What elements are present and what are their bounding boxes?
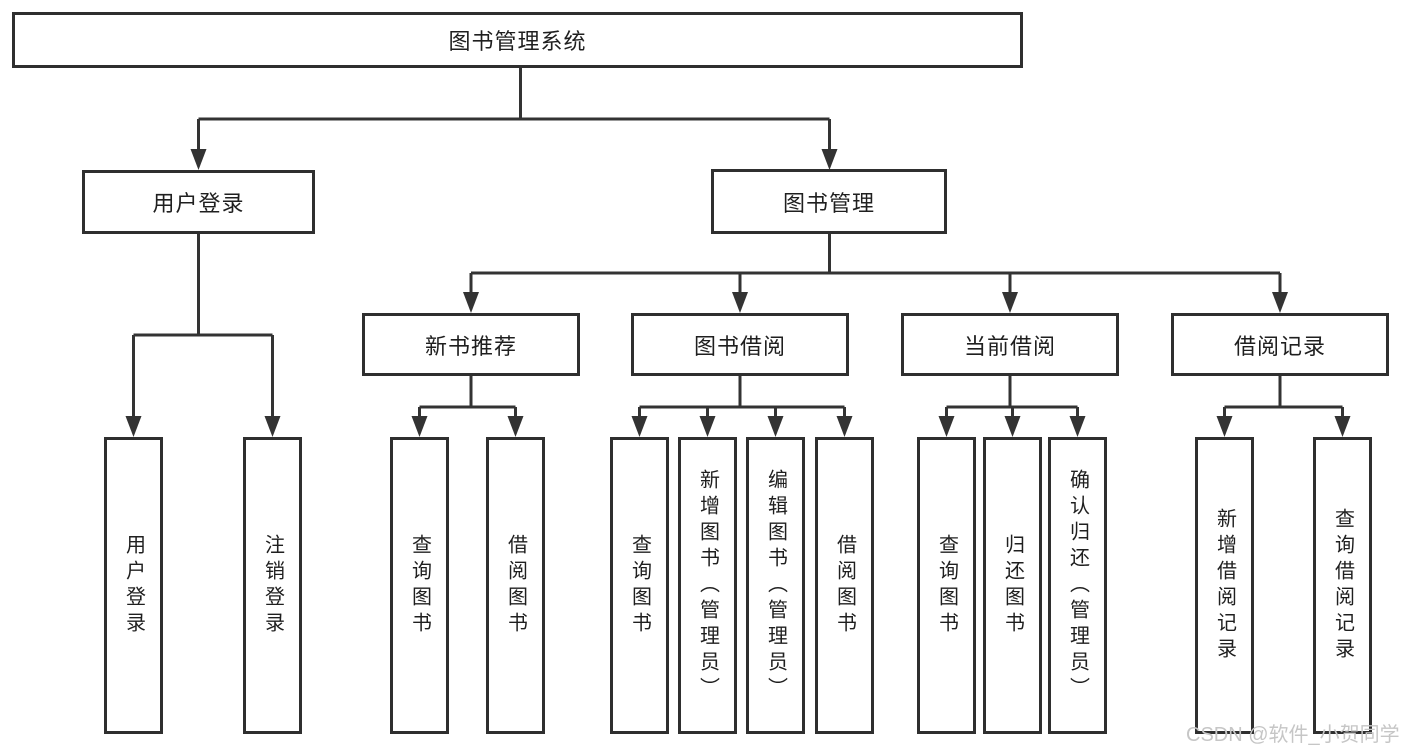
leaf-query-books-borrow-label: 查询图书 (628, 533, 651, 638)
leaf-return-books-label: 归还图书 (1001, 533, 1024, 638)
leaf-edit-book-admin-label: 编辑图书（管理员） (764, 468, 787, 703)
leaf-logout: 注销登录 (243, 437, 302, 734)
leaf-query-borrow-record-label: 查询借阅记录 (1331, 507, 1354, 664)
leaf-borrow-books-label: 借阅图书 (833, 533, 856, 638)
node-user-login: 用户登录 (82, 170, 315, 234)
leaf-query-books-recommend-label: 查询图书 (408, 533, 431, 638)
node-library-management-system: 图书管理系统 (12, 12, 1023, 68)
leaf-add-book-admin: 新增图书（管理员） (678, 437, 737, 734)
node-library-management-system-label: 图书管理系统 (448, 29, 587, 54)
leaf-user-login-label: 用户登录 (122, 533, 145, 638)
leaf-borrow-books: 借阅图书 (815, 437, 874, 734)
node-borrow-records-label: 借阅记录 (1233, 333, 1326, 359)
leaf-confirm-return-admin: 确认归还（管理员） (1048, 437, 1107, 734)
node-current-borrow: 当前借阅 (901, 313, 1119, 376)
arrowheads (125, 149, 1351, 437)
leaf-borrow-books-recommend-label: 借阅图书 (504, 533, 527, 638)
leaf-query-books-current: 查询图书 (917, 437, 976, 734)
node-book-management-label: 图书管理 (782, 190, 875, 216)
node-current-borrow-label: 当前借阅 (963, 333, 1056, 359)
leaf-add-borrow-record-label: 新增借阅记录 (1213, 507, 1236, 664)
leaf-borrow-books-recommend: 借阅图书 (486, 437, 545, 734)
node-book-management: 图书管理 (711, 169, 947, 234)
leaf-edit-book-admin: 编辑图书（管理员） (746, 437, 805, 734)
leaf-return-books: 归还图书 (983, 437, 1042, 734)
node-borrow-records: 借阅记录 (1171, 313, 1389, 376)
leaf-logout-label: 注销登录 (261, 533, 284, 638)
leaf-query-books-current-label: 查询图书 (935, 533, 958, 638)
leaf-query-books-borrow: 查询图书 (610, 437, 669, 734)
node-new-book-recommend-label: 新书推荐 (424, 333, 517, 359)
node-book-borrow-label: 图书借阅 (693, 333, 786, 359)
leaf-add-borrow-record: 新增借阅记录 (1195, 437, 1254, 734)
node-new-book-recommend: 新书推荐 (362, 313, 580, 376)
leaf-query-books-recommend: 查询图书 (390, 437, 449, 734)
node-book-borrow: 图书借阅 (631, 313, 849, 376)
leaf-user-login: 用户登录 (104, 437, 163, 734)
node-user-login-label: 用户登录 (152, 191, 245, 216)
leaf-add-book-admin-label: 新增图书（管理员） (696, 468, 719, 703)
leaf-confirm-return-admin-label: 确认归还（管理员） (1066, 468, 1089, 703)
leaf-query-borrow-record: 查询借阅记录 (1313, 437, 1372, 734)
csdn-watermark: CSDN @软件_小贺同学 (1186, 724, 1400, 746)
